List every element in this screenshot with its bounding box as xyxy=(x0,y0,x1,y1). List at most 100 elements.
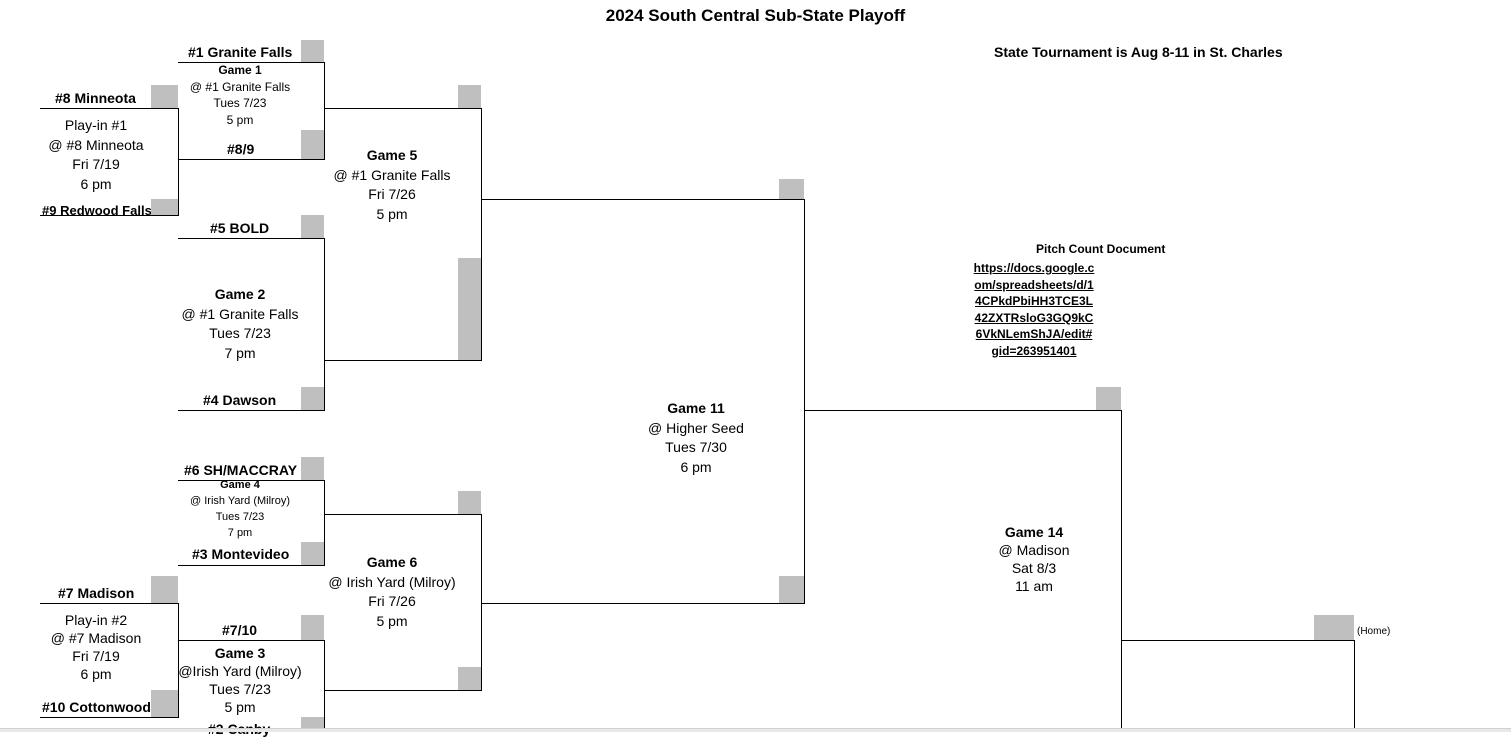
game-venue: @ #1 Granite Falls xyxy=(189,79,291,94)
team-seed-7-10: #7/10 xyxy=(222,622,258,638)
game-venue: @ Madison xyxy=(998,542,1070,558)
pitch-count-link[interactable]: https://docs.google.c om/spreadsheets/d/… xyxy=(970,260,1098,359)
bracket-line xyxy=(1121,410,1122,731)
score-box[interactable] xyxy=(301,130,324,159)
bracket-line xyxy=(40,215,179,216)
game-title: Game 11 xyxy=(667,400,725,416)
link-line: 4CPkdPbiHH3TCE3L xyxy=(974,294,1094,308)
game-venue: @ Irish Yard (Milroy) xyxy=(328,573,456,590)
game-venue: @ #8 Minneota xyxy=(48,136,144,153)
game-title: Game 1 xyxy=(218,63,262,77)
game-date: Fri 7/26 xyxy=(368,186,416,202)
bottom-scroll-edge xyxy=(0,728,1511,732)
bracket-line xyxy=(324,62,325,159)
game-title: Game 3 xyxy=(214,645,266,661)
bracket-line xyxy=(324,108,482,109)
team-madison: #7 Madison xyxy=(58,585,135,601)
game-title: Play-in #2 xyxy=(64,612,128,628)
bracket-line xyxy=(804,199,805,604)
game-venue: @ Higher Seed xyxy=(648,419,744,436)
game-time: 6 pm xyxy=(80,666,112,682)
bracket-line xyxy=(178,640,325,641)
game-venue: @Irish Yard (Milroy) xyxy=(178,663,302,679)
score-box[interactable] xyxy=(458,491,481,514)
game-11-info: Game 11 @ Higher Seed Tues 7/30 6 pm xyxy=(620,399,772,477)
bracket-line xyxy=(1354,640,1355,731)
game-time: 5 pm xyxy=(224,699,256,715)
score-box[interactable] xyxy=(458,258,481,360)
state-tournament-note: State Tournament is Aug 8-11 in St. Char… xyxy=(994,44,1283,60)
bracket-line xyxy=(178,410,325,411)
game-time: 7 pm xyxy=(227,527,253,539)
game-time: 6 pm xyxy=(680,458,712,475)
page-title: 2024 South Central Sub-State Playoff xyxy=(605,6,906,25)
bracket-line xyxy=(324,640,325,731)
game-3-info: Game 3 @Irish Yard (Milroy) Tues 7/23 5 … xyxy=(178,644,302,716)
game-time: 5 pm xyxy=(376,205,408,222)
bracket-line xyxy=(324,690,482,691)
game-title: Game 4 xyxy=(220,479,260,491)
game-venue: @ #7 Madison xyxy=(50,630,142,646)
game-title: Game 14 xyxy=(1004,524,1064,540)
game-time: 5 pm xyxy=(226,112,254,127)
score-box[interactable] xyxy=(301,387,324,410)
team-bold: #5 BOLD xyxy=(210,220,270,236)
score-box[interactable] xyxy=(301,542,324,565)
game-venue: @ #1 Granite Falls xyxy=(181,305,299,322)
game-date: Sat 8/3 xyxy=(1011,560,1057,576)
game-time: 11 am xyxy=(1015,578,1053,594)
game-time: 7 pm xyxy=(224,344,256,361)
game-4-info: Game 4 @ Irish Yard (Milroy) Tues 7/23 7… xyxy=(178,477,302,541)
team-seed-8-9: #8/9 xyxy=(227,141,255,157)
score-box[interactable] xyxy=(151,85,178,108)
game-venue: @ Irish Yard (Milroy) xyxy=(190,495,290,507)
bracket-line xyxy=(178,480,325,481)
team-redwood-falls: #9 Redwood Falls xyxy=(42,203,152,218)
team-granite-falls: #1 Granite Falls xyxy=(188,44,293,60)
game-date: Tues 7/23 xyxy=(215,511,265,523)
score-box[interactable] xyxy=(301,717,324,731)
score-box[interactable] xyxy=(1096,387,1121,410)
game-time: 5 pm xyxy=(376,612,408,629)
score-box[interactable] xyxy=(458,85,481,108)
game-14-info: Game 14 @ Madison Sat 8/3 11 am xyxy=(974,523,1094,595)
bracket-line xyxy=(1121,640,1355,641)
bracket-line xyxy=(40,108,179,109)
team-sh-maccray: #6 SH/MACCRAY xyxy=(184,462,298,478)
score-box[interactable] xyxy=(301,615,324,640)
bracket-line xyxy=(324,238,325,410)
bracket-line xyxy=(178,62,325,63)
game-date: Tues 7/23 xyxy=(209,681,271,697)
game-title: Play-in #1 xyxy=(64,117,128,133)
score-box[interactable] xyxy=(779,179,804,199)
score-box[interactable] xyxy=(151,576,178,603)
link-line: om/spreadsheets/d/1 xyxy=(974,277,1094,292)
game-date: Tues 7/30 xyxy=(665,439,727,455)
bracket-line xyxy=(481,199,805,200)
score-box[interactable] xyxy=(779,576,804,603)
score-box[interactable] xyxy=(301,215,324,238)
bracket-line xyxy=(40,717,179,718)
bracket-line xyxy=(324,480,325,565)
score-box[interactable] xyxy=(301,40,324,62)
link-line: https://docs.google.c xyxy=(973,261,1095,275)
bracket-line xyxy=(178,159,325,160)
score-box[interactable] xyxy=(1314,615,1354,640)
game-date: Tues 7/23 xyxy=(209,325,271,341)
team-minneota: #8 Minneota xyxy=(55,90,136,106)
score-box[interactable] xyxy=(151,199,178,216)
bracket-line xyxy=(178,565,325,566)
team-dawson: #4 Dawson xyxy=(203,392,277,408)
game-date: Tues 7/23 xyxy=(213,96,267,110)
score-box[interactable] xyxy=(151,690,178,717)
bracket-line xyxy=(324,360,482,361)
game-1-info: Game 1 @ #1 Granite Falls Tues 7/23 5 pm xyxy=(178,62,302,128)
game-5-info: Game 5 @ #1 Granite Falls Fri 7/26 5 pm xyxy=(325,146,459,224)
score-box[interactable] xyxy=(458,667,481,690)
game-date: Fri 7/19 xyxy=(72,648,120,664)
team-cottonwood: #10 Cottonwood xyxy=(42,699,151,715)
score-box[interactable] xyxy=(301,457,324,480)
link-line: gid=263951401 xyxy=(991,343,1077,358)
bracket-line xyxy=(178,238,325,239)
